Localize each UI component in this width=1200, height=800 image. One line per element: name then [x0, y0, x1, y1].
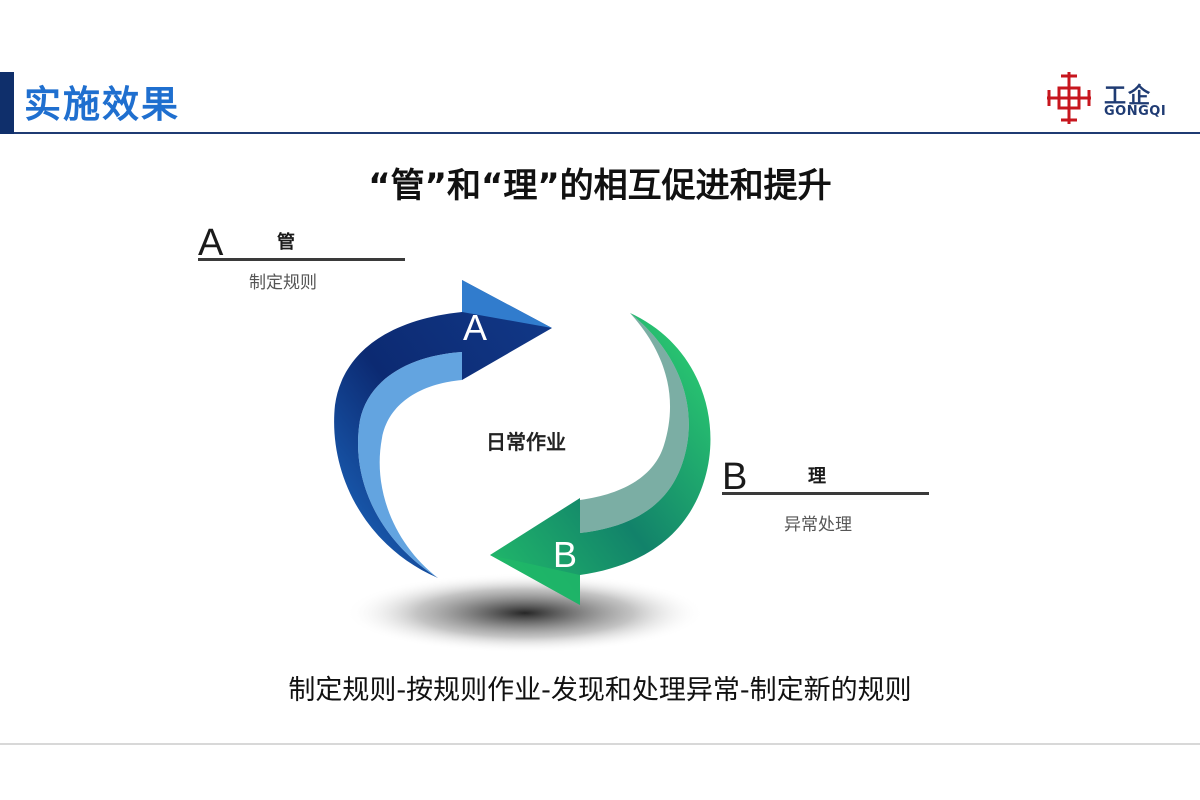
arrow-b-body [490, 313, 711, 605]
summary-text: 制定规则-按规则作业-发现和处理异常-制定新的规则 [288, 675, 912, 706]
header-divider [14, 132, 1200, 134]
arrow-a-letter: A [463, 307, 487, 348]
label-b-letter: B [722, 456, 748, 498]
gongqi-logo-icon [1047, 72, 1091, 124]
floor-shadow [345, 573, 705, 653]
arrow-b-shade [580, 313, 689, 533]
arrow-a-body [334, 280, 552, 578]
arrow-b-head-face [490, 555, 580, 605]
logo-chinese-text: 工企 [1104, 84, 1153, 109]
bottom-divider [0, 743, 1200, 745]
page-title: 实施效果 [24, 83, 180, 126]
label-b-heading: 理 [808, 466, 826, 487]
cycle-diagram: A B [334, 280, 711, 653]
title-accent-bar [0, 72, 14, 134]
label-b-underline [722, 492, 929, 495]
arrow-b-letter: B [553, 534, 577, 575]
slide: 实施效果 工企 GONGQI “管”和“理”的相互促进和提升 [0, 72, 1200, 706]
diagram-subtitle: “管”和“理”的相互促进和提升 [368, 166, 832, 206]
label-a-letter: A [198, 222, 224, 264]
arrow-a-highlight [358, 352, 462, 578]
arrow-a-head-face [462, 280, 552, 328]
label-a-underline [198, 258, 405, 261]
label-a-subtext: 制定规则 [249, 273, 317, 293]
label-b-subtext: 异常处理 [784, 515, 852, 535]
logo-english-text: GONGQI [1104, 104, 1167, 119]
label-a-heading: 管 [277, 232, 295, 253]
center-label: 日常作业 [486, 430, 566, 454]
